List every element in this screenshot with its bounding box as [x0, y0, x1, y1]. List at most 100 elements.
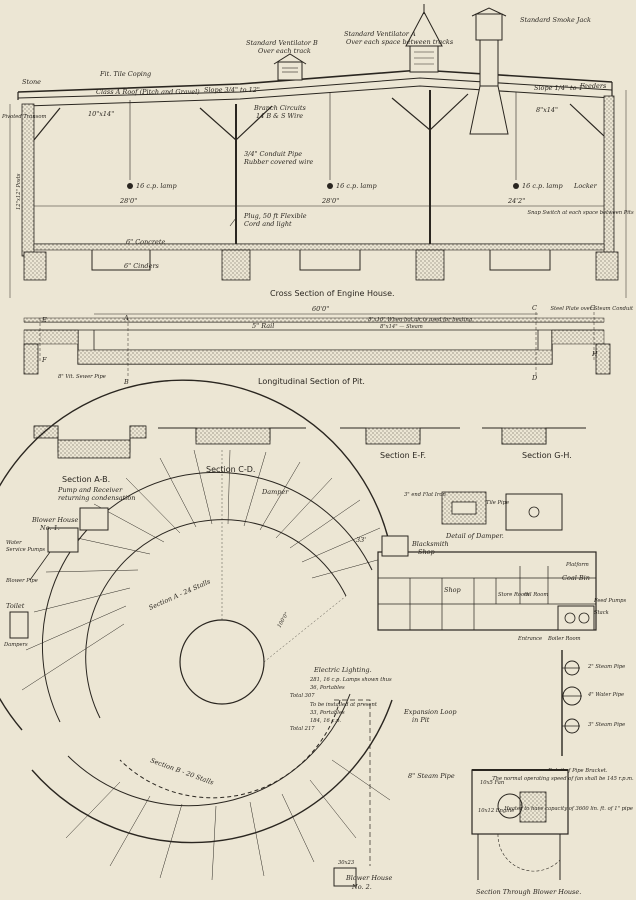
cross-section: Stone Fit. Tile Coping Class A Roof (Pit…: [1, 4, 634, 298]
label-blower-pipe: Blower Pipe: [5, 578, 38, 584]
label-stack: Stack: [594, 610, 609, 616]
label-blower-1: Blower House: [31, 516, 78, 524]
mark-b: B: [123, 378, 129, 386]
label-span-1: 28'0": [119, 197, 137, 205]
label-steam-pipe: 8" Steam Pipe: [408, 772, 455, 780]
label-beam-right: 8"x14": [536, 106, 558, 114]
label-lamp-2: 16 c.p. lamp: [336, 182, 377, 190]
label-blacksmith-sub: Shop: [418, 548, 436, 556]
label-heater-note: Heater to have capacity of 3600 lin. ft.…: [503, 806, 633, 812]
caption-damper: Detail of Damper.: [445, 532, 504, 540]
label-tile-coping: Fit. Tile Coping: [99, 70, 151, 78]
caption-cross-section: Cross Section of Engine House.: [270, 289, 395, 298]
label-conduit-sub: Rubber covered wire: [243, 158, 313, 166]
label-conduit: 3/4" Conduit Pipe: [244, 150, 302, 158]
small-sections: Section A-B. Section C-D. Section E-F. S…: [33, 425, 586, 484]
label-toilet: Toilet: [6, 602, 25, 610]
label-dampers: Dampers: [3, 642, 28, 648]
label-smoke-jack: Standard Smoke Jack: [520, 16, 591, 24]
label-steam-3: 3" Steam Pipe: [588, 722, 625, 728]
label-water-sub: Service Pumps: [6, 547, 45, 553]
label-coal: Coal Bin: [562, 574, 590, 582]
label-pump: Pump and Receiver: [57, 486, 123, 494]
label-ventilator-b: Standard Ventilator B: [246, 39, 318, 47]
caption-section-cd: Section C-D.: [206, 465, 255, 474]
label-blower-1-sub: No. 1.: [39, 524, 60, 532]
caption-section-gh: Section G-H.: [522, 451, 572, 460]
label-expansion: Expansion Loop: [403, 708, 457, 716]
label-fan-note: The normal operating speed of fan shall …: [492, 776, 634, 782]
label-elec-2: 36, Portables: [310, 685, 345, 691]
label-branch-circuits-sub: 14 B & S Wire: [256, 112, 303, 120]
label-sewer: 8" Vit. Sewer Pipe: [58, 374, 106, 380]
label-platform: Platform: [565, 562, 589, 568]
label-expansion-sub: in Pit: [412, 716, 430, 724]
label-engine: 10x12 Engine: [478, 808, 514, 814]
caption-section-ab: Section A-B.: [62, 475, 110, 484]
label-lamp-1: 16 c.p. lamp: [136, 182, 177, 190]
label-elec-title: Electric Lighting.: [313, 666, 372, 674]
label-ventilator-a: Standard Ventilator A: [344, 30, 416, 38]
label-snap-switch: Snap Switch at each space between Pits: [528, 210, 634, 216]
label-span-2: 28'0": [321, 197, 339, 205]
label-elec-3: To be installed at present: [310, 702, 378, 708]
label-branch-circuits: Branch Circuits: [253, 104, 307, 112]
label-blower-2-size: 30x23: [338, 860, 355, 866]
label-hot-air: 8"x16" When hot air is used for heating: [368, 317, 473, 323]
mark-f: F: [41, 356, 47, 364]
label-beam-left: 10"x14": [88, 110, 114, 118]
mark-a: A: [123, 314, 129, 322]
mark-e: E: [41, 316, 47, 324]
label-steam-duct: 8"x14" — Steam: [380, 324, 423, 330]
label-pit-rail: 5" Rail: [252, 322, 274, 330]
label-span-3: 24'2": [507, 197, 525, 205]
caption-pipe-bracket: Detail of Pipe Bracket.: [547, 768, 608, 774]
detail-pipe-bracket: 2" Steam Pipe 4" Water Pipe 3" Steam Pip…: [547, 650, 625, 774]
label-transom: Pivoted Transom: [1, 114, 46, 120]
caption-blower-house: Section Through Blower House.: [476, 888, 581, 896]
label-oil: Oil Room: [524, 592, 548, 598]
label-section-a: Section A - 24 Stalls: [148, 577, 213, 612]
label-lamp-3: 16 c.p. lamp: [522, 182, 563, 190]
label-elec-5: 184, 16 c.p.: [310, 718, 341, 724]
label-pump-sub: returning condensation: [58, 494, 135, 502]
pit-section: 60'0" 5" Rail 8"x16" When hot air is use…: [23, 304, 634, 386]
label-roof: Class A Roof (Pitch and Gravel): [96, 88, 200, 96]
label-damper: Damper: [261, 488, 289, 496]
label-tile-pipe: Tile Pipe: [486, 500, 509, 506]
label-ventilator-b-sub: Over each track: [258, 47, 311, 55]
label-machine-shop: Shop: [444, 586, 462, 594]
label-feed-pumps: Feed Pumps: [593, 598, 626, 604]
label-plug-sub: Cord and light: [244, 220, 292, 228]
caption-section-ef: Section E-F.: [380, 451, 426, 460]
label-posts: 12"x12" Posts: [16, 173, 22, 210]
label-fan: 10x5 Fan: [480, 780, 504, 786]
label-damper-note: 3" end Flat Iron: [404, 492, 446, 498]
label-concrete: 6" Concrete: [126, 238, 165, 246]
label-elec-total-2: Total 217: [290, 726, 315, 732]
label-slope-right: Slope 1/4" to 1': [534, 84, 585, 92]
label-feeders: Feeders: [579, 82, 607, 90]
label-pit-length: 60'0": [312, 305, 329, 313]
label-water-pipe: 4" Water Pipe: [587, 692, 624, 698]
mark-c: C: [532, 304, 537, 312]
detail-blower-house: 10x5 Fan 10x12 Engine The normal operati…: [471, 769, 634, 896]
label-blower-2: Blower House: [345, 874, 392, 882]
mark-d: D: [531, 374, 538, 382]
label-size-33: 33': [356, 536, 366, 544]
label-locker: Locker: [573, 182, 598, 190]
caption-pit-section: Longitudinal Section of Pit.: [258, 377, 365, 386]
label-cinders: 6" Cinders: [124, 262, 160, 270]
label-water: Water: [6, 540, 22, 546]
mark-g: G: [590, 304, 595, 312]
label-elec-4: 33, Portables: [310, 710, 345, 716]
label-steel-plate: Steel Plate over Steam Conduit: [550, 306, 634, 312]
label-slope-left: Slope 3/4" to 12": [204, 86, 260, 94]
detail-damper: 3" end Flat Iron Tile Pipe Detail of Dam…: [404, 491, 563, 540]
label-steam-2: 2" Steam Pipe: [587, 664, 625, 670]
label-boiler: Boiler Room: [547, 636, 581, 642]
label-elec-total-1: Total 307: [290, 693, 315, 699]
mark-h: H: [591, 350, 598, 358]
label-entrance: Entrance: [517, 636, 542, 642]
